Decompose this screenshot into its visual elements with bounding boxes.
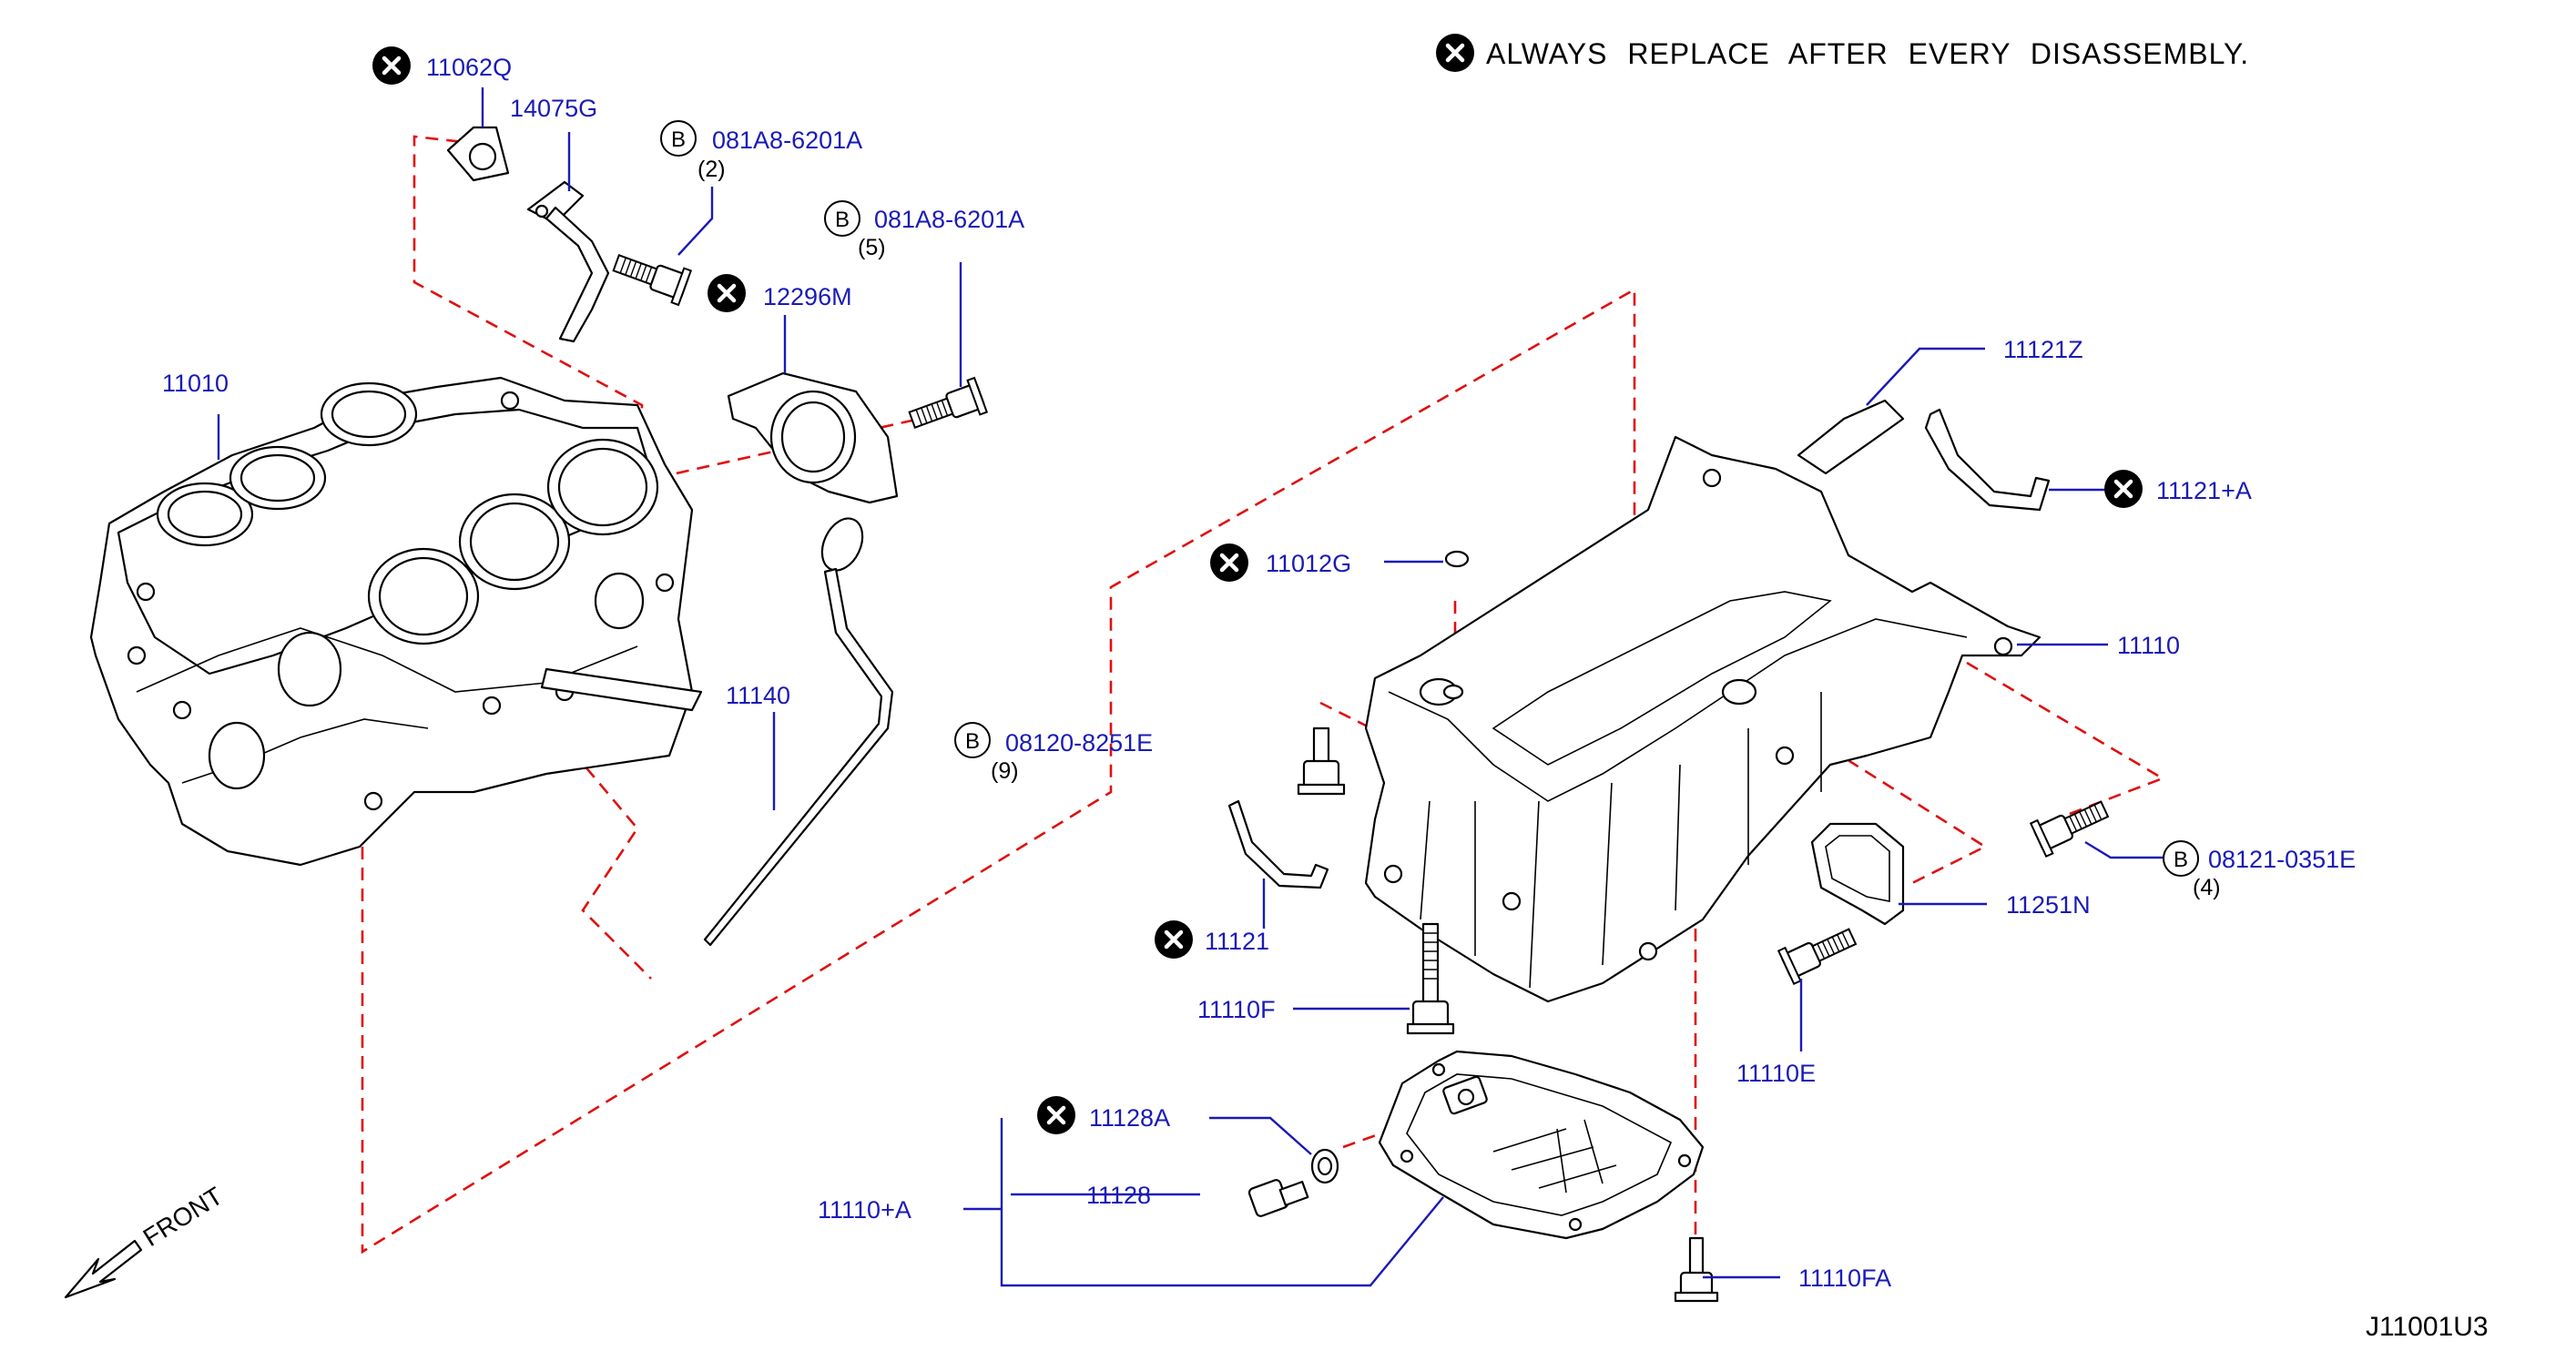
part-label-11010: 11010 <box>162 370 229 397</box>
baffle-11121z-illustration <box>1797 399 1905 475</box>
bolt-08120-illustration <box>1297 726 1346 796</box>
part-label-11251n: 11251N <box>2006 891 2091 919</box>
part-label-11121a: 11121+A <box>2156 477 2252 504</box>
o-ring-11012g-illustration <box>1444 550 1470 568</box>
bolt-symbol-icon: B <box>954 722 991 758</box>
svg-text:B: B <box>965 729 980 754</box>
cylinder-block-illustration <box>89 376 703 867</box>
replace-x-icon <box>372 46 411 85</box>
replace-note-text: ALWAYS REPLACE AFTER EVERY DISASSEMBLY. <box>1486 37 2249 70</box>
bolt-11110fa-illustration <box>1674 1236 1719 1303</box>
oil-pan-lower-illustration <box>1378 1050 1705 1240</box>
part-label-11128a: 11128A <box>1089 1104 1170 1132</box>
front-label: FRONT <box>138 1182 228 1252</box>
part-label-11121: 11121 <box>1205 928 1269 955</box>
bolt-081a8-5-illustration <box>904 376 988 439</box>
tube-14075g-illustration <box>526 180 610 343</box>
leader-lines <box>217 87 2165 1287</box>
seal-11121a-illustration <box>1924 408 2051 512</box>
replace-x-icon <box>1436 34 1474 72</box>
svg-text:B: B <box>671 127 686 152</box>
bolt-11110e-illustration <box>1777 919 1861 985</box>
bolt-symbol-icon: B <box>2163 840 2199 877</box>
part-label-11110a: 11110+A <box>818 1196 911 1224</box>
part-label-081a8-6201a: 081A8-6201A <box>712 127 862 154</box>
cover-11251n-illustration <box>1810 822 1905 926</box>
bolt-11110f-illustration <box>1406 922 1455 1035</box>
bolt-symbol-icon: B <box>824 200 860 237</box>
bolt-08121-illustration <box>2030 791 2113 858</box>
part-label-11062q: 11062Q <box>426 54 512 81</box>
replace-note: ALWAYS REPLACE AFTER EVERY DISASSEMBLY. <box>1436 34 2249 72</box>
bolt-symbol-icon: B <box>660 120 697 157</box>
dipstick-11140-illustration <box>703 517 894 947</box>
part-qty: (4) <box>2193 875 2221 900</box>
part-label-11110e: 11110E <box>1736 1060 1816 1087</box>
replace-x-icon <box>708 274 746 312</box>
part-label-11012g: 11012G <box>1266 550 1351 577</box>
gasket-11062q-illustration <box>446 126 510 182</box>
front-arrow-icon <box>64 1239 143 1299</box>
svg-text:B: B <box>2174 848 2188 872</box>
part-qty: (5) <box>858 235 886 260</box>
replace-x-icon <box>1155 920 1193 959</box>
part-label-081a8-6201a: 081A8-6201A <box>874 206 1024 233</box>
replace-x-icon <box>1037 1096 1075 1134</box>
drain-plug-11128-illustration <box>1247 1179 1309 1217</box>
part-label-11121z: 11121Z <box>2003 336 2083 363</box>
part-qty: (2) <box>697 157 726 182</box>
seal-retainer-12296m-illustration <box>727 371 899 504</box>
part-label-11140: 11140 <box>726 682 790 709</box>
part-label-08120-8251e: 08120-8251E <box>1005 729 1153 757</box>
part-qty: (9) <box>991 758 1019 784</box>
diagram-reference: J11001U3 <box>2366 1312 2489 1342</box>
replace-x-icon <box>1210 543 1248 582</box>
part-label-14075g: 14075G <box>510 95 597 122</box>
svg-text:B: B <box>835 208 850 232</box>
part-label-11128: 11128 <box>1086 1182 1151 1209</box>
part-label-12296m: 12296M <box>763 283 852 310</box>
oil-pan-upper-11110-illustration <box>1364 435 2041 1003</box>
part-label-11110: 11110 <box>2117 632 2180 659</box>
part-label-08121-0351e: 08121-0351E <box>2208 846 2356 873</box>
part-label-11110f: 11110F <box>1197 996 1276 1023</box>
replace-x-icon <box>2104 470 2143 508</box>
seal-11121-illustration <box>1227 799 1329 889</box>
part-label-11110fa: 11110FA <box>1798 1265 1891 1292</box>
